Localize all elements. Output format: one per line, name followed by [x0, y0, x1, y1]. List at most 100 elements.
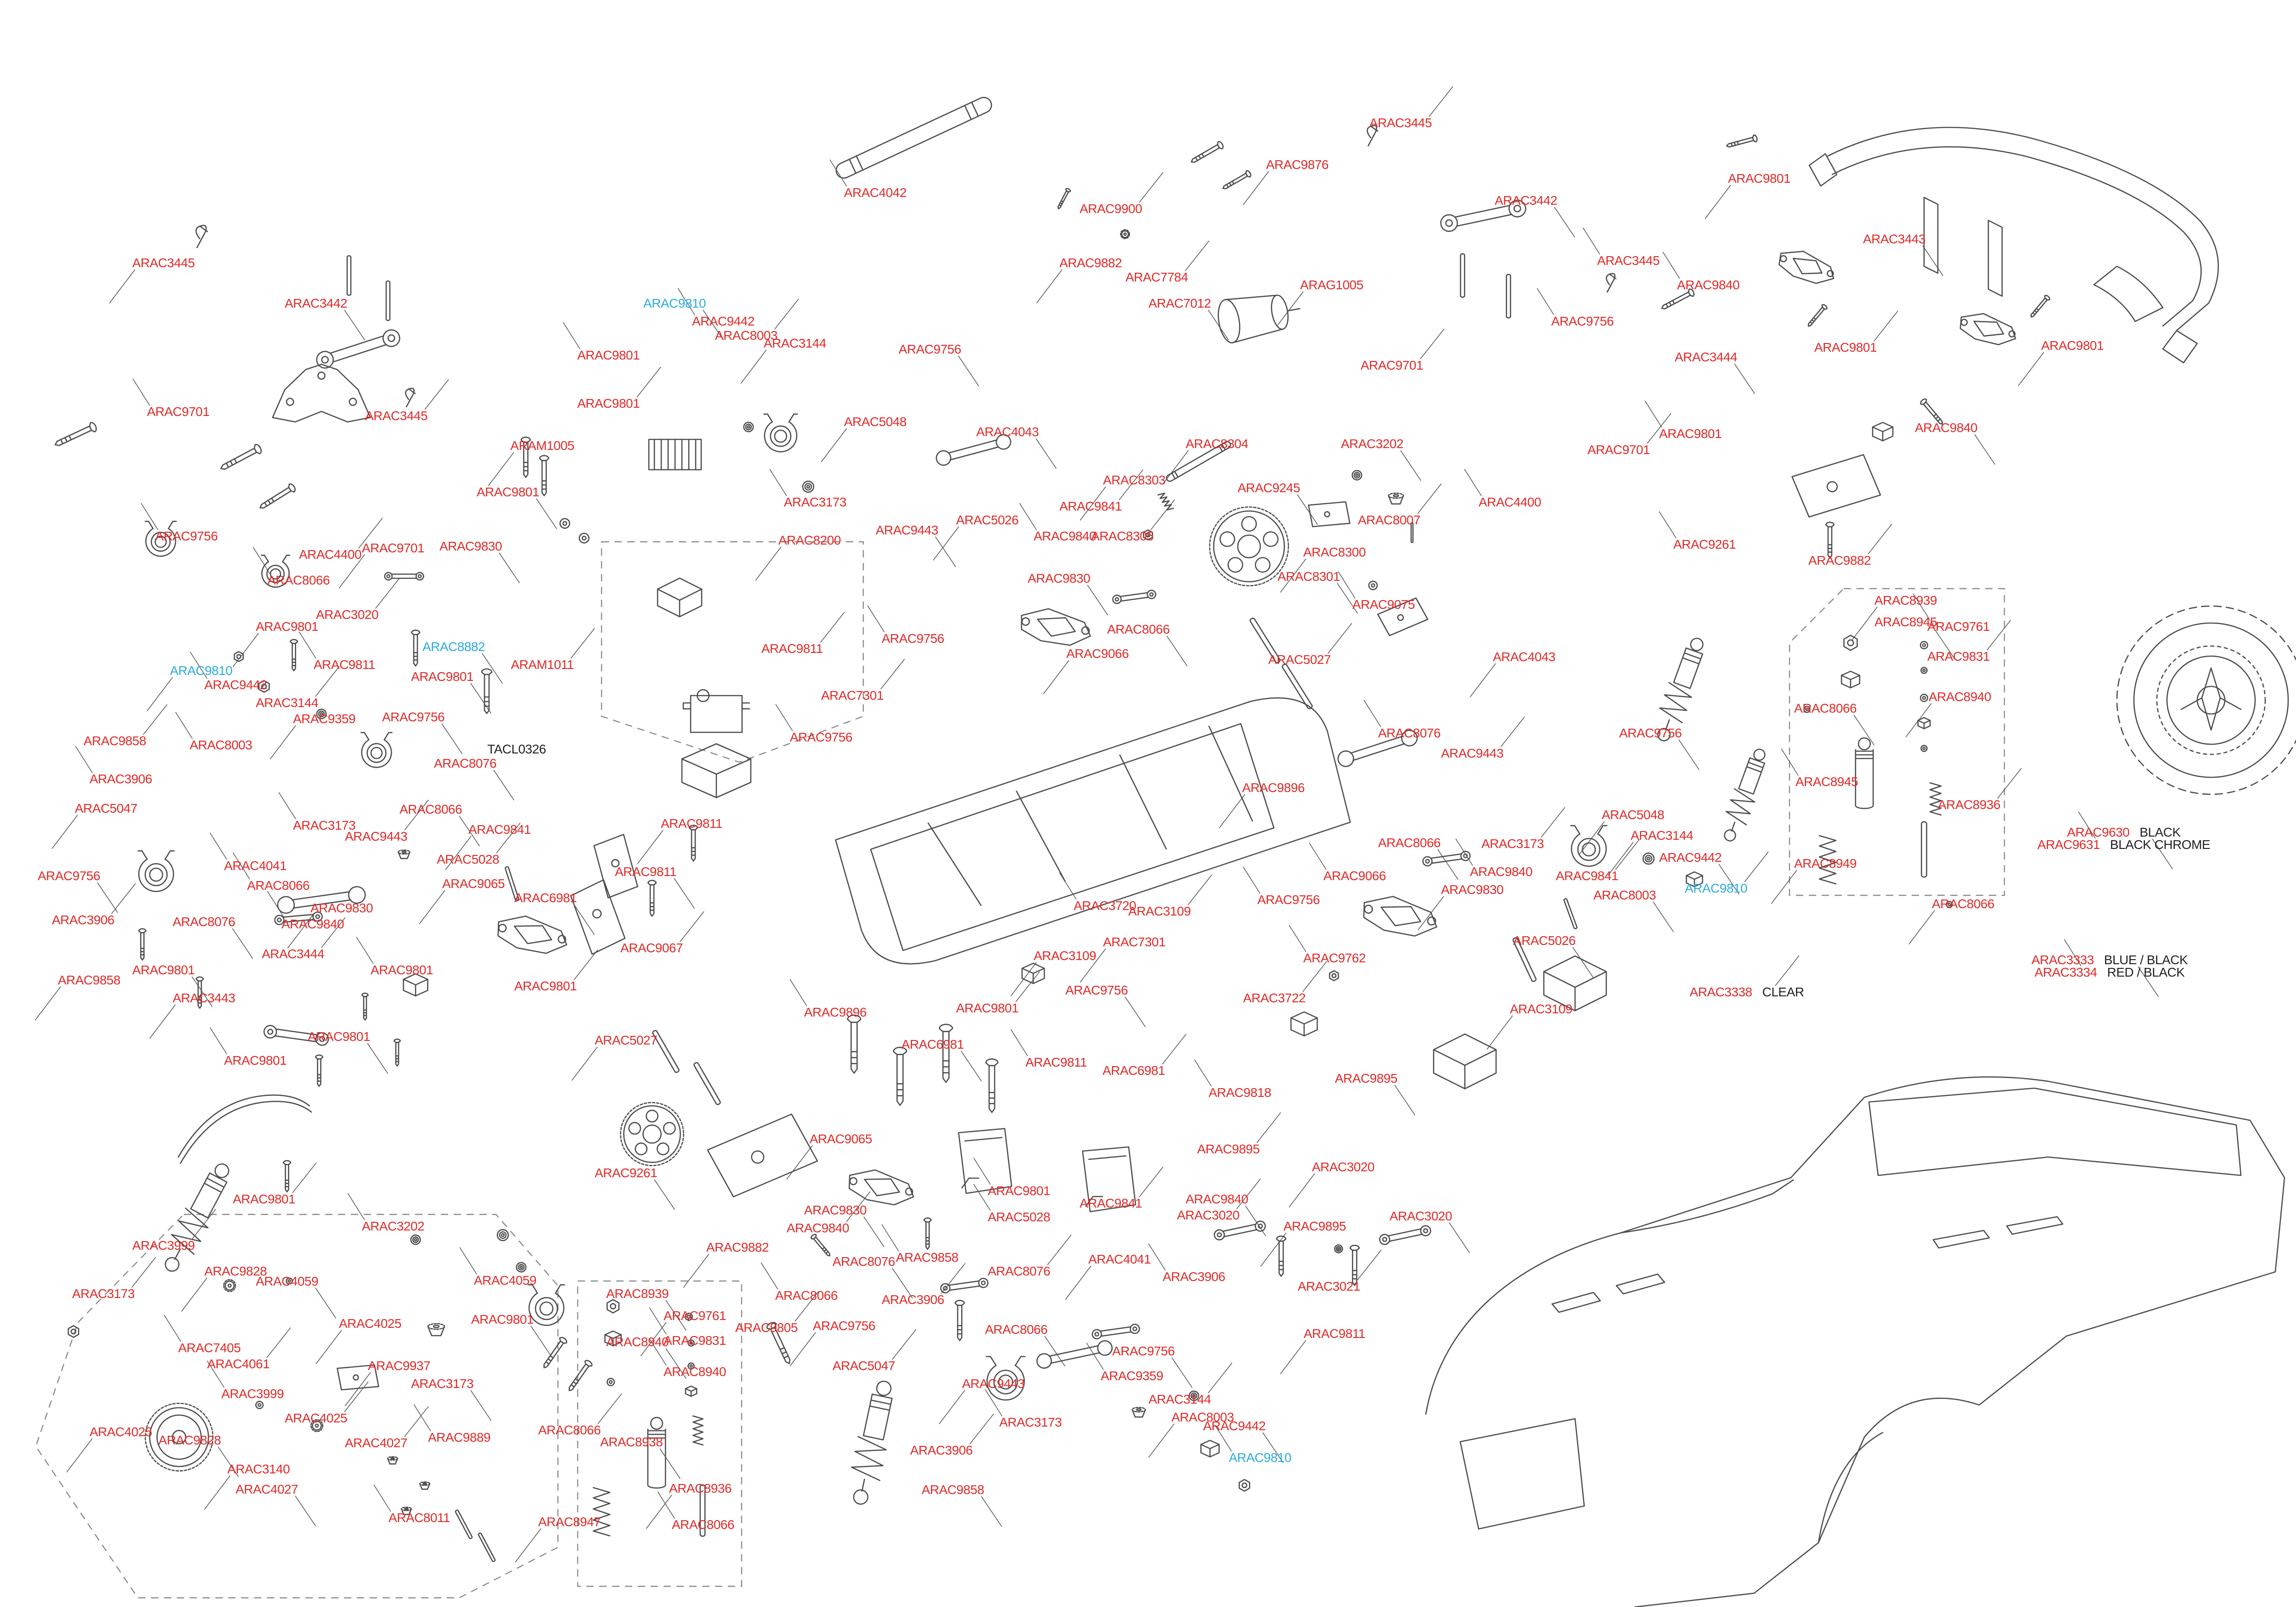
part-label: ARAC9830 — [1441, 883, 1504, 896]
part-code: ARAC3445 — [365, 409, 428, 423]
part-label: ARAC9442 — [1659, 851, 1722, 864]
bearing-part-drawing — [411, 1235, 421, 1245]
part-label: ARAC9801 — [577, 397, 640, 410]
part-label: ARAC9895 — [1197, 1143, 1260, 1156]
part-label: ARAC9801 — [2041, 339, 2104, 352]
part-code: ARAC3109 — [1033, 949, 1097, 963]
screw-part-drawing — [138, 928, 146, 961]
label-leader-line — [493, 770, 515, 801]
tower-part-drawing — [273, 365, 371, 422]
part-label: ARAC9756 — [882, 632, 945, 645]
part-label: ARAC9840 — [1677, 279, 1740, 292]
label-leader-line — [774, 298, 799, 330]
part-code: ARAC3173 — [293, 818, 356, 832]
label-leader-line — [1464, 469, 1482, 496]
shock-part-drawing — [1717, 746, 1772, 845]
part-code: ARAC9937 — [367, 1359, 431, 1373]
label-leader-line — [1775, 955, 1800, 986]
part-code: ARAC9818 — [1208, 1085, 1272, 1100]
part-code: ARAC9065 — [809, 1132, 872, 1146]
part-code: ARAC3020 — [1176, 1208, 1240, 1222]
label-leader-line — [829, 159, 847, 187]
screw-part-drawing — [1806, 303, 1829, 329]
part-label: ARAC5026 — [1513, 934, 1576, 947]
label-leader-line — [75, 746, 93, 773]
label-leader-line — [574, 949, 598, 980]
label-leader-line — [1997, 768, 2022, 799]
part-code: ARAC9811 — [1025, 1055, 1087, 1069]
part-code: ARAC9443 — [1441, 746, 1504, 760]
label-leader-line — [267, 891, 285, 918]
part-code: ARAC9801 — [476, 485, 540, 499]
screw-part-drawing — [283, 1160, 291, 1192]
label-leader-line — [295, 1495, 316, 1527]
part-code: ARAC8936 — [669, 1481, 732, 1495]
label-leader-line — [1162, 1034, 1187, 1065]
part-code: ARAC3144 — [1630, 828, 1694, 843]
part-code: ARAC6981 — [901, 1037, 964, 1051]
part-code: ARAC9066 — [1323, 869, 1386, 883]
washer-part-drawing — [607, 1378, 615, 1386]
part-code: ARAC8007 — [1357, 513, 1421, 527]
part-label: ARAC4059 — [474, 1274, 537, 1287]
part-code: ARAC3020 — [1311, 1160, 1375, 1174]
label-leader-line — [204, 1475, 231, 1510]
label-leader-line — [1705, 185, 1731, 219]
part-label: ARAC9840 — [1915, 421, 1978, 434]
part-code: ARAC4027 — [344, 1436, 408, 1450]
plate-part-drawing — [568, 877, 628, 957]
bearing-part-drawing — [1643, 853, 1654, 865]
mount-part-drawing — [1290, 1011, 1318, 1037]
part-label: ARAC3173 — [784, 496, 847, 509]
label-leader-line — [111, 883, 136, 914]
label-leader-line — [1868, 523, 1892, 555]
label-leader-line — [1541, 807, 1565, 838]
part-code: ARAC9801 — [255, 619, 319, 634]
part-label: ARAC9756 — [1112, 1345, 1175, 1358]
part-label: ARAC5026 — [956, 514, 1019, 527]
pin-part-drawing — [692, 1061, 722, 1106]
part-code: ARAC8066 — [671, 1517, 735, 1532]
label-leader-line — [1974, 434, 1996, 465]
part-label: ARAC4041 — [1088, 1253, 1151, 1266]
part-code: ARAC8304 — [1185, 437, 1249, 451]
part-code: ARAC3906 — [1162, 1270, 1226, 1284]
bearing-part-drawing — [516, 1262, 526, 1272]
label-leader-line — [344, 1381, 369, 1412]
part-label: ARAC4043 — [1493, 651, 1556, 663]
part-code: ARAC8066 — [985, 1322, 1048, 1337]
rear-bumper-drawing — [1809, 128, 2218, 363]
part-code: ARAC9828 — [204, 1264, 267, 1278]
label-leader-line — [232, 633, 259, 667]
part-code: ARAC8066 — [399, 802, 462, 816]
part-code: ARAC8066 — [1107, 622, 1170, 636]
part-code: ARAC9245 — [1237, 481, 1300, 495]
bearing-part-drawing — [743, 422, 754, 432]
part-code: ARAC3444 — [261, 947, 325, 961]
part-label: ARAC9811 — [761, 642, 823, 655]
part-code: ARAC9761 — [1927, 619, 1990, 634]
part-label: ARAC9442 — [1203, 1420, 1266, 1433]
label-leader-line — [1297, 494, 1318, 525]
part-label: ARAC3445 — [1369, 117, 1432, 129]
part-label: ARAC9075 — [1352, 598, 1415, 611]
knuckle-part-drawing — [763, 413, 799, 453]
label-leader-line — [1035, 438, 1057, 469]
label-leader-line — [649, 1307, 667, 1335]
part-label: ARAC4400 — [299, 548, 362, 561]
part-label: ARAC9756 — [1257, 893, 1320, 906]
part-label: ARAC3140 — [227, 1463, 290, 1476]
part-label: ARAC3720 — [1073, 899, 1137, 913]
label-leader-line — [1080, 486, 1106, 521]
label-leader-line — [1208, 309, 1229, 341]
part-code: ARAC5028 — [436, 852, 500, 866]
part-label: ARAC3202 — [1341, 438, 1404, 450]
part-code: ARAC8940 — [1928, 690, 1992, 704]
part-code: ARAC7301 — [1103, 935, 1166, 949]
part-code: ARAC3720 — [1073, 899, 1137, 913]
part-label: ARAC8003 — [190, 739, 253, 752]
label-leader-line — [358, 517, 383, 549]
part-code: ARAC9828 — [158, 1433, 221, 1447]
